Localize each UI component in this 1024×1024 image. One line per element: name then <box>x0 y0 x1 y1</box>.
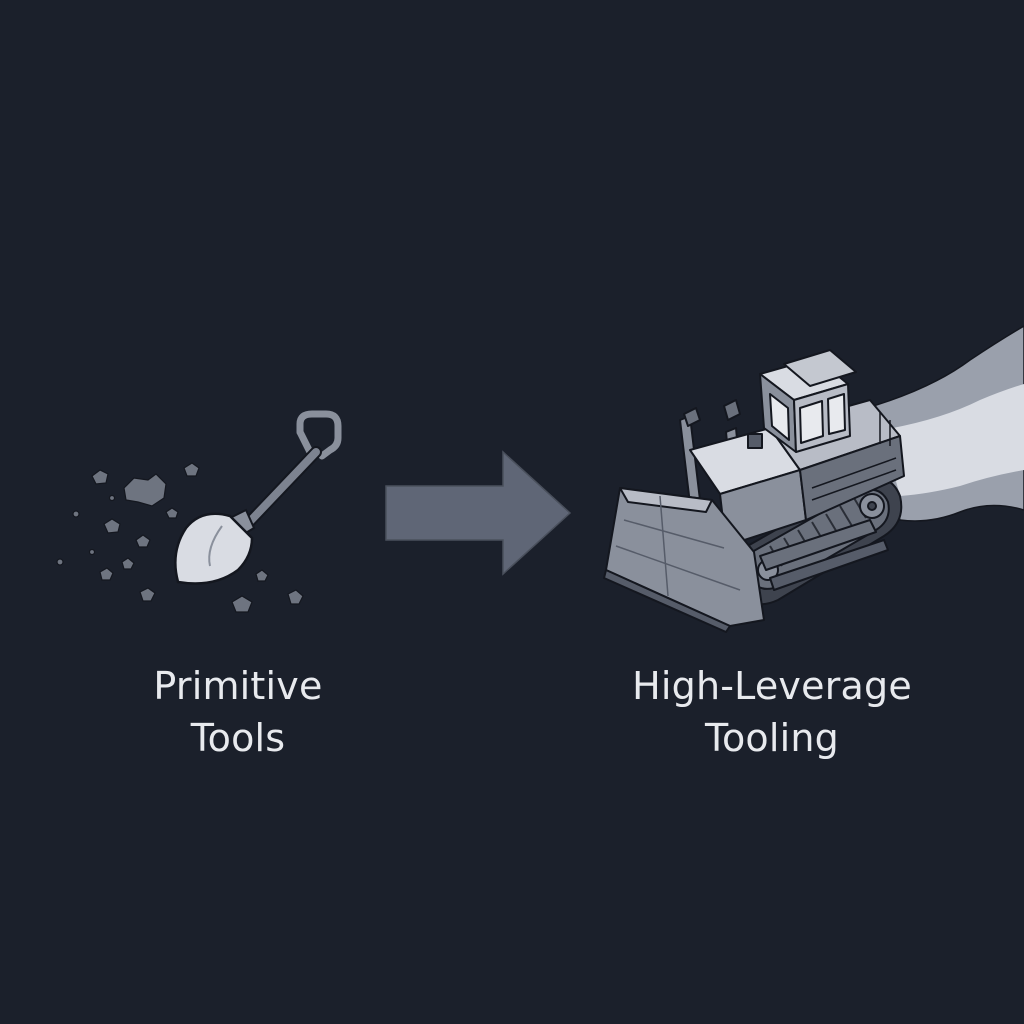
caption-primitive-tools: Primitive Tools <box>88 660 388 764</box>
shovel-icon <box>56 410 342 613</box>
caption-high-leverage-tooling: High-Leverage Tooling <box>572 660 972 764</box>
bulldozer-icon <box>603 349 905 633</box>
dirt-particles <box>56 462 304 613</box>
bulldozer-cab <box>759 349 857 453</box>
caption-primitive-line2: Tools <box>190 716 286 760</box>
arrow-right-icon <box>385 450 572 576</box>
bulldozer-blade <box>603 487 765 633</box>
bulldozer-hydraulics <box>759 519 889 591</box>
caption-primitive-line1: Primitive <box>153 664 323 708</box>
caption-high-leverage-line1: High-Leverage <box>632 664 912 708</box>
caption-high-leverage-line2: Tooling <box>705 716 839 760</box>
